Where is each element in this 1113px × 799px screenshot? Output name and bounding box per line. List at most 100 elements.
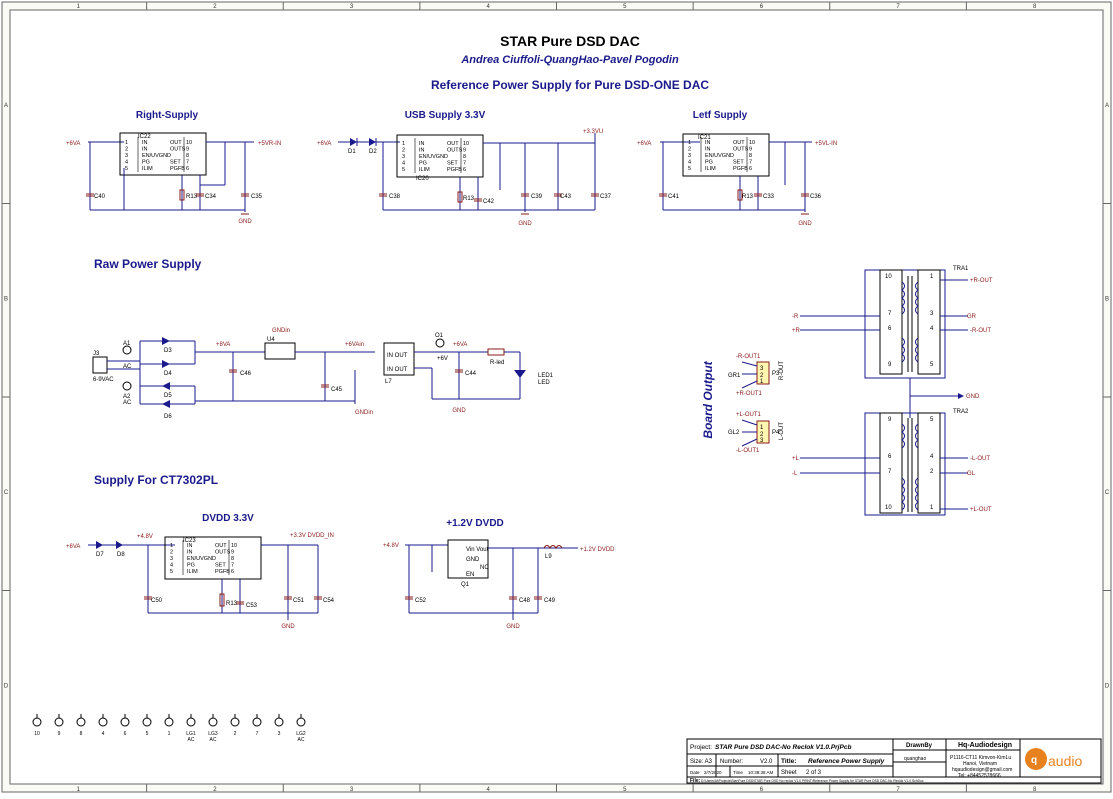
pin-number: 4	[402, 161, 405, 167]
svg-text:q: q	[1031, 755, 1037, 766]
rectifier-u4	[264, 342, 296, 360]
frame-col-label: 8	[1033, 4, 1037, 10]
svg-text:2: 2	[760, 373, 764, 379]
part-label: D4	[164, 371, 172, 377]
testpoint-label: LG3	[208, 731, 218, 737]
part-label: D2	[369, 149, 377, 155]
testpoint-label: 10	[34, 731, 40, 737]
raw-power-title: Raw Power Supply	[94, 257, 202, 271]
svg-text:6: 6	[888, 326, 892, 332]
testpoint-sublabel: AC	[188, 737, 195, 743]
pin-number: 5	[125, 166, 128, 172]
pin-number: 4	[125, 160, 128, 166]
net-label: GND	[518, 221, 532, 227]
part-label: A2	[123, 394, 131, 400]
tb-file-label: File:	[690, 778, 701, 784]
pin-number: 5	[688, 166, 691, 172]
v12-circuit: +4.8V Vin Vout GND NC EN Q1 +1.2V DVDD L…	[383, 539, 615, 630]
part-label: D7	[96, 552, 104, 558]
frame-col-label: 3	[350, 787, 354, 793]
svg-text:1: 1	[760, 379, 764, 385]
part-label: C36	[810, 194, 822, 200]
tb-time-label: Time	[733, 770, 743, 775]
frame-col-label: 8	[1033, 787, 1037, 793]
part-label: IC21	[698, 135, 711, 141]
net-label: +R	[792, 328, 801, 334]
pin-number: 1	[125, 140, 128, 146]
testpoint-label: 5	[146, 731, 149, 737]
tb-sheet-label: Sheet	[781, 770, 797, 776]
pin-number: 6	[231, 569, 234, 575]
pin-name: ILIM	[187, 569, 198, 575]
pin-name: OUT	[447, 141, 459, 147]
tb-sheet-title: Reference Power Supply	[808, 758, 885, 765]
tb-size: Size: A3	[690, 759, 713, 765]
frame-col-label: 4	[487, 4, 491, 10]
part-label: D5	[164, 393, 172, 399]
part-label: LED1	[538, 373, 554, 379]
pin-label: IN OUT	[387, 353, 408, 359]
svg-text:3: 3	[760, 366, 764, 372]
frame-row-label: B	[1105, 296, 1109, 302]
pin-name: IN	[187, 550, 193, 556]
testpoint-label: 8	[80, 731, 83, 737]
testpoint-sublabel: AC	[210, 737, 217, 743]
frame-col-label: 2	[213, 787, 217, 793]
part-label: R13	[186, 194, 198, 200]
frame-row-label: A	[4, 103, 8, 109]
part-label: D8	[117, 552, 125, 558]
pin-name: OUT	[733, 140, 745, 146]
tb-drawnby: quanghao	[904, 756, 926, 762]
regulator-ic23	[164, 536, 262, 580]
part-label: C44	[465, 371, 477, 377]
svg-text:9: 9	[888, 362, 892, 368]
net-label: GNDin	[272, 328, 290, 334]
svg-text:2: 2	[930, 469, 934, 475]
part-label: O1	[435, 333, 444, 339]
svg-text:9: 9	[888, 417, 892, 423]
pin-number: 6	[749, 166, 752, 172]
tb-date-label: Date	[690, 770, 700, 775]
svg-text:10: 10	[885, 274, 892, 280]
net-label: +6VA	[317, 141, 331, 147]
net-label: +6VA	[637, 141, 651, 147]
pin-name: PGFB	[733, 166, 748, 172]
pin-number: 3	[170, 556, 173, 562]
net-label: +L	[792, 456, 800, 462]
pin-number: 4	[688, 160, 691, 166]
svg-text:10: 10	[885, 505, 892, 511]
pin-name: IN	[419, 148, 425, 154]
pin-name: OUTS	[447, 148, 463, 154]
frame-col-label: 1	[77, 787, 81, 793]
svg-text:4: 4	[930, 326, 934, 332]
hq-audio-logo: q audio	[1025, 748, 1082, 770]
part-label: C33	[763, 194, 775, 200]
pin-number: 6	[186, 166, 189, 172]
net-label: +L-OUT1	[736, 412, 762, 418]
frame-col-label: 5	[623, 787, 627, 793]
net-label: R-OUT	[779, 361, 785, 380]
tb-company: Hq-Audiodesign	[958, 742, 1012, 749]
part-label: C50	[151, 598, 163, 604]
part-label: L9	[545, 554, 552, 560]
pin-number: 10	[231, 543, 237, 549]
logo-text: audio	[1048, 753, 1082, 769]
part-label: C34	[205, 194, 217, 200]
net-label: 6-9VAC	[93, 377, 114, 383]
frame-col-label: 6	[760, 4, 764, 10]
pin-number: 1	[170, 543, 173, 549]
pin-name: IN	[187, 543, 193, 549]
testpoint-label: LG2	[296, 731, 306, 737]
net-label: +5VR-IN	[258, 141, 281, 147]
part-label: A1	[123, 341, 131, 347]
pin-number: 3	[125, 153, 128, 159]
tb-address: P1116-CT11 Kimvon-KimLu	[950, 755, 1011, 761]
pin-number: 7	[186, 160, 189, 166]
connector-p4: 123 P4 L-OUT +L-OUT1 -L-OUT1 GL2	[728, 412, 785, 454]
pin-label: IN OUT	[387, 367, 408, 373]
pin-name: EN/UVGND	[142, 153, 171, 159]
svg-text:2: 2	[760, 432, 764, 438]
title-block: Project: STAR Pure DSD DAC-No Reclok V1.…	[686, 738, 1102, 784]
